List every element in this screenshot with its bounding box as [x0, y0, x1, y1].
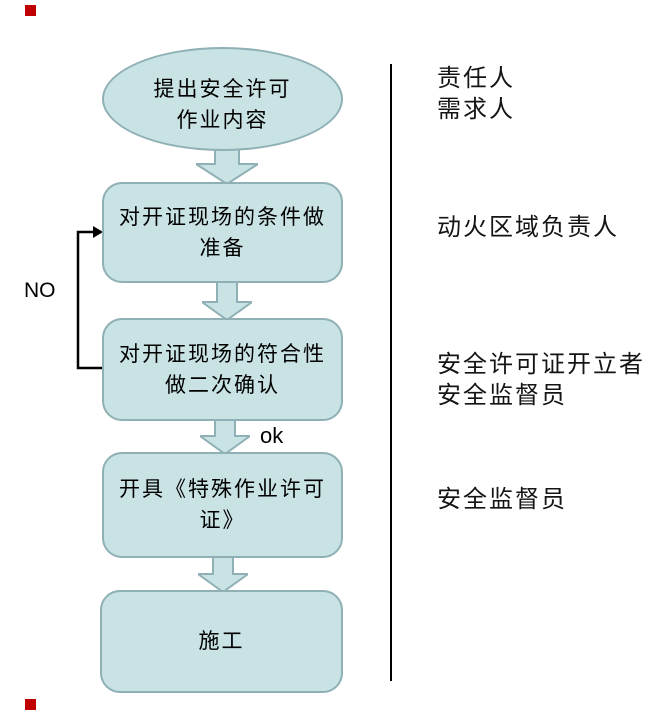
down-block-arrow-icon: [198, 556, 248, 592]
role-label-prepare: 动火区域负责人: [437, 213, 619, 244]
node-text-line: 对开证现场的条件做: [119, 204, 326, 229]
role-label-reconfirm: 安全许可证开立者 安全监督员: [437, 350, 645, 412]
down-block-arrow-icon: [200, 420, 250, 454]
red-square-marker-bottom: [25, 699, 36, 710]
flow-node-issue-permit: 开具《特殊作业许可 证》: [102, 452, 343, 558]
red-square-marker-top: [25, 5, 36, 16]
role-text-line: 安全许可证开立者: [437, 352, 645, 378]
node-text-line: 准备: [199, 235, 246, 260]
node-text-line: 提出安全许可: [153, 77, 292, 101]
role-text-line: 动火区域负责人: [437, 215, 619, 241]
flow-node-construction: 施工: [100, 590, 343, 693]
role-text-line: 安全监督员: [437, 383, 567, 409]
node-text-line: 对开证现场的符合性: [119, 341, 326, 366]
node-text-line: 施工: [198, 629, 245, 653]
edge-label-no: NO: [24, 279, 56, 302]
flow-node-prepare: 对开证现场的条件做 准备: [102, 182, 343, 283]
no-loop-arrow-icon: [76, 226, 103, 370]
down-block-arrow-icon: [196, 148, 258, 184]
node-text-line: 做二次确认: [165, 372, 280, 397]
role-label-issue: 安全监督员: [437, 485, 567, 516]
divider-line: [390, 64, 392, 681]
flow-node-start: 提出安全许可 作业内容: [102, 47, 343, 151]
role-text-line: 责任人: [437, 66, 515, 92]
down-block-arrow-icon: [202, 280, 252, 320]
node-text-line: 作业内容: [176, 108, 269, 132]
role-label-start: 责任人 需求人: [437, 64, 515, 126]
role-text-line: 需求人: [437, 97, 515, 123]
node-text-line: 开具《特殊作业许可: [119, 477, 326, 501]
role-text-line: 安全监督员: [437, 487, 567, 513]
edge-label-ok: ok: [260, 423, 284, 448]
node-text-line: 证》: [199, 508, 246, 532]
flow-node-reconfirm: 对开证现场的符合性 做二次确认: [102, 318, 343, 421]
